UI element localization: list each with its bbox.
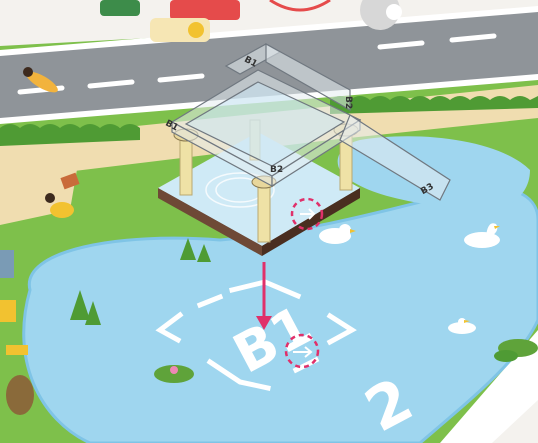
- module-center-label: B2: [270, 165, 283, 175]
- module-top-label-2: B2: [343, 96, 353, 109]
